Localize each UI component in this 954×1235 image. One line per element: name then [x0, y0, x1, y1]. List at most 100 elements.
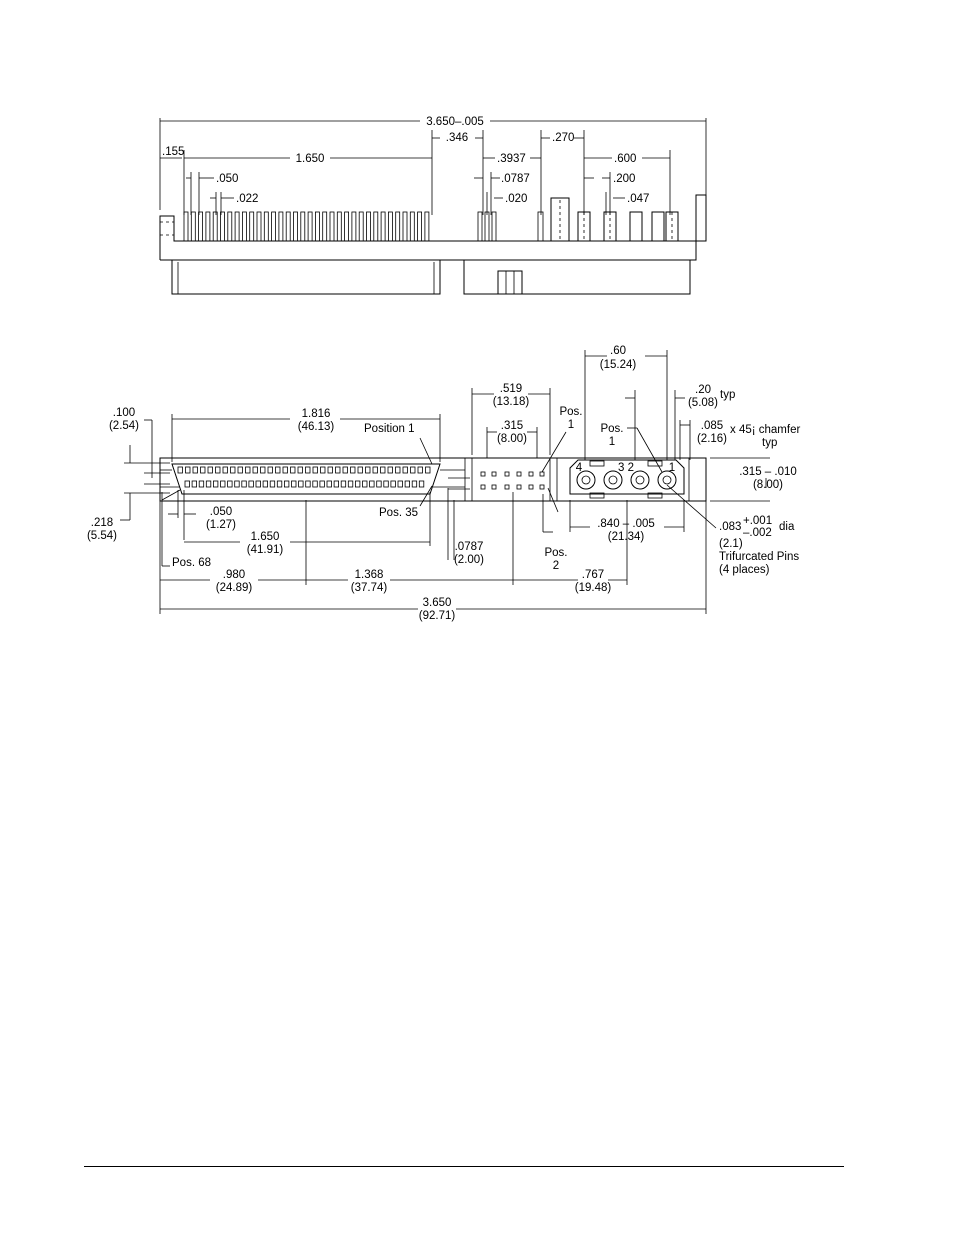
- top-view: 3.650–.005 .155 1.650 .346 .3937 .270 .6…: [159, 116, 707, 295]
- pos-2-num: 2: [553, 560, 559, 572]
- pos-68-label: Pos. 68: [172, 557, 211, 569]
- typ-label-1: typ: [720, 389, 735, 401]
- dim-767: .767: [582, 569, 604, 581]
- pin: [480, 471, 486, 477]
- dim-1650-front-mm: (41.91): [247, 544, 284, 556]
- dim-1650-top: 1.650: [296, 153, 325, 165]
- dim-270: .270: [552, 132, 574, 144]
- pin: [255, 480, 261, 488]
- dim-315-mm: (8.00): [497, 433, 527, 445]
- comb-finger: [307, 211, 313, 242]
- pin: [539, 471, 545, 477]
- dim-840: .840 – .005: [597, 518, 655, 530]
- dim-200: .200: [613, 173, 635, 185]
- pin: [297, 466, 303, 474]
- pin: [248, 480, 254, 488]
- dim-155: .155: [162, 146, 184, 158]
- pin: [177, 466, 183, 474]
- dim-315: .315: [501, 420, 523, 432]
- comb-finger: [344, 211, 350, 242]
- comb-finger: [484, 211, 490, 242]
- dim-1650-front: 1.650: [251, 531, 280, 543]
- pin: [305, 480, 311, 488]
- pin-4-label: 4: [576, 462, 583, 474]
- pin: [237, 466, 243, 474]
- comb-finger: [417, 211, 423, 242]
- pin: [333, 480, 340, 488]
- comb-finger: [314, 211, 320, 242]
- dim-0787-front-mm: (2.00): [454, 554, 484, 566]
- comb-finger: [285, 211, 291, 242]
- pin-array-config: [480, 471, 545, 490]
- pin: [383, 480, 389, 488]
- dim-20: .20: [695, 384, 711, 396]
- pin: [425, 466, 431, 474]
- dim-3650: 3.650: [423, 597, 452, 609]
- dim-315-tol: .315 – .010: [739, 466, 797, 478]
- pin: [491, 484, 497, 490]
- pin: [387, 466, 393, 474]
- pos-35-label: Pos. 35: [379, 507, 418, 519]
- comb-finger: [329, 211, 335, 242]
- pin: [282, 466, 288, 474]
- pos-1-num-a: 1: [568, 419, 574, 431]
- pin: [342, 466, 348, 474]
- pin: [365, 466, 371, 474]
- dim-083-tol-minus: –.002: [743, 527, 772, 539]
- comb-finger: [278, 211, 284, 242]
- pin: [418, 480, 425, 488]
- comb-finger: [424, 211, 430, 242]
- pin: [200, 466, 206, 474]
- pin: [411, 480, 418, 488]
- pin: [362, 480, 368, 488]
- pin: [185, 466, 191, 474]
- places-label: (4 places): [719, 564, 770, 576]
- comb-finger: [358, 211, 364, 242]
- comb-finger: [227, 211, 233, 242]
- comb-finger: [373, 211, 379, 242]
- pin: [215, 466, 221, 474]
- pin: [372, 466, 378, 474]
- pin: [305, 466, 311, 474]
- pin: [207, 466, 213, 474]
- comb-finger: [293, 211, 298, 242]
- pin: [319, 480, 325, 488]
- pin: [227, 480, 233, 488]
- pin: [198, 480, 205, 488]
- dim-047: .047: [627, 193, 649, 205]
- dim-1368: 1.368: [355, 569, 384, 581]
- pin: [312, 466, 318, 474]
- comb-finger: [300, 211, 306, 242]
- pin: [347, 480, 354, 488]
- comb-finger: [366, 211, 371, 242]
- pin: [528, 471, 534, 477]
- dim-840-mm: (21.34): [608, 531, 645, 543]
- pin: [335, 466, 341, 474]
- pin: [205, 480, 212, 488]
- front-view: .60 (15.24) .519 (13.18) .20 (5.08) typ …: [87, 345, 800, 622]
- pin: [276, 480, 283, 488]
- pin: [260, 466, 266, 474]
- pin: [327, 466, 333, 474]
- pin: [252, 466, 258, 474]
- comb-finger: [263, 211, 269, 242]
- dim-60: .60: [610, 345, 626, 357]
- pin: [404, 480, 411, 488]
- pin: [417, 466, 423, 474]
- dim-0787-front: .0787: [455, 541, 484, 553]
- pin: [192, 466, 198, 474]
- pin: [230, 466, 236, 474]
- comb-finger: [409, 211, 415, 242]
- comb-finger: [205, 211, 211, 242]
- pin: [241, 480, 247, 488]
- dim-050-top: .050: [216, 173, 238, 185]
- comb-finger: [241, 211, 247, 242]
- dim-346: .346: [446, 132, 468, 144]
- dim-3937: .3937: [497, 153, 526, 165]
- pin: [402, 466, 408, 474]
- pin: [380, 466, 386, 474]
- pin: [516, 471, 522, 477]
- pin: [504, 471, 510, 477]
- footer-rule: [84, 1166, 844, 1167]
